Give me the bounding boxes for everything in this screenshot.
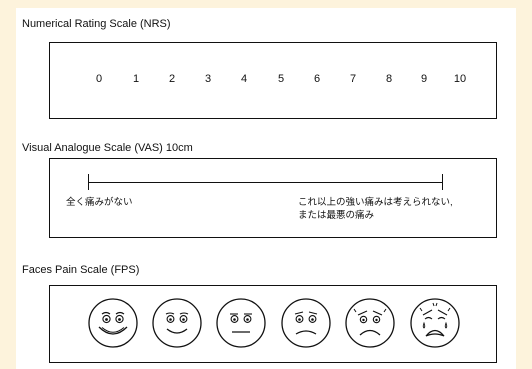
nrs-number-8: 8 [385, 73, 393, 85]
nrs-number-9: 9 [420, 73, 428, 85]
nrs-number-3: 3 [204, 73, 212, 85]
fps-title: Faces Pain Scale (FPS) [22, 264, 140, 276]
slightly-smiling-face-icon [152, 298, 202, 348]
vas-right-label-line1: これ以上の強い痛みは考えられない, [298, 197, 453, 208]
nrs-number-7: 7 [349, 73, 357, 85]
vas-title: Visual Analogue Scale (VAS) 10cm [22, 142, 193, 154]
vas-right-tick [442, 174, 443, 190]
nrs-number-6: 6 [313, 73, 321, 85]
vas-line [88, 182, 443, 183]
nrs-number-10: 10 [453, 73, 467, 85]
nrs-title: Numerical Rating Scale (NRS) [22, 18, 171, 30]
nrs-number-1: 1 [132, 73, 140, 85]
fps-box [49, 285, 497, 363]
sad-face-icon [345, 298, 395, 348]
neutral-face-icon [216, 298, 266, 348]
nrs-number-0: 0 [95, 73, 103, 85]
vas-right-label-line2: または最悪の痛み [298, 210, 375, 221]
nrs-number-4: 4 [240, 73, 248, 85]
slightly-sad-face-icon [281, 298, 331, 348]
smiling-face-icon [88, 298, 138, 348]
vas-left-label: 全く痛みがない [66, 197, 133, 208]
vas-left-tick [88, 174, 89, 190]
nrs-number-2: 2 [168, 73, 176, 85]
nrs-number-5: 5 [277, 73, 285, 85]
vas-box: 全く痛みがない これ以上の強い痛みは考えられない, または最悪の痛み [49, 158, 497, 238]
crying-face-icon [410, 298, 460, 348]
nrs-box: 0 1 2 3 4 5 6 7 8 9 10 [49, 42, 497, 119]
